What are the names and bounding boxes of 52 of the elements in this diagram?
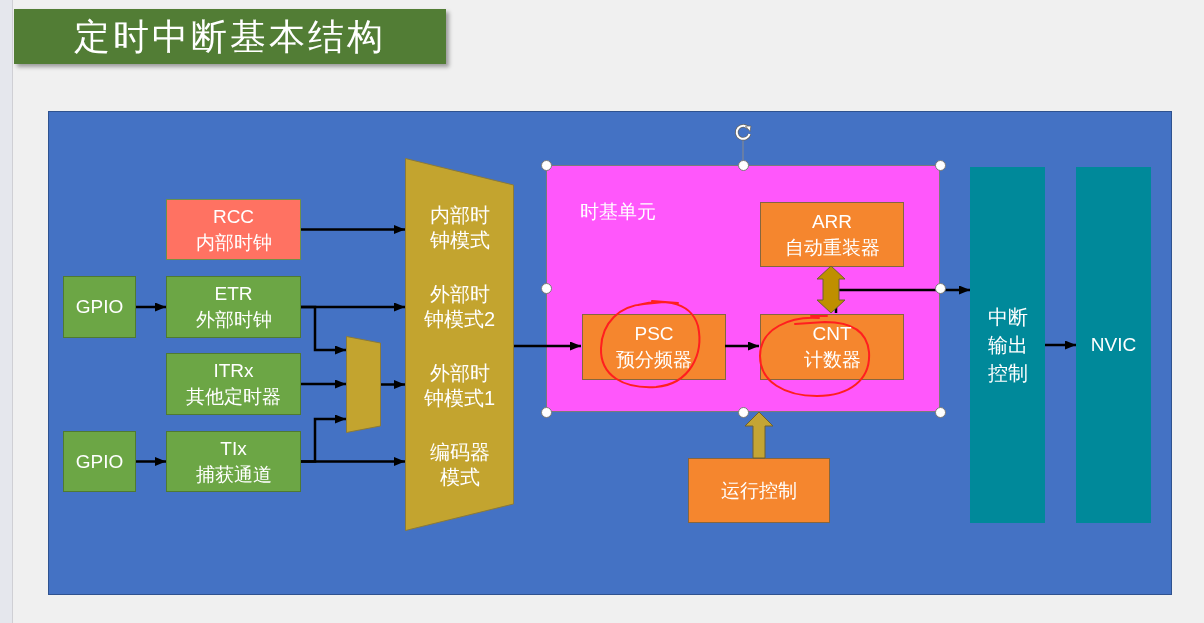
box-subtitle: 自动重装器 — [784, 235, 880, 260]
box-title: PSC — [634, 322, 674, 346]
box-label: 运行控制 — [721, 478, 797, 503]
box-subtitle: 外部时钟 — [195, 308, 272, 332]
output-control-bar — [970, 167, 1045, 523]
box-title: RCC — [212, 204, 255, 229]
mode-label: 外部时钟模式2 — [422, 282, 497, 332]
selector-trapezoid — [346, 336, 381, 433]
register-box — [582, 314, 726, 380]
box-title: TIx — [220, 436, 247, 461]
box-subtitle: 预分频器 — [616, 348, 692, 372]
connector-arrow — [136, 302, 166, 312]
clock-source-box — [166, 276, 301, 338]
box-label: 中断输出控制 — [986, 305, 1029, 386]
clock-source-box — [166, 431, 301, 492]
clock-source-box — [166, 199, 301, 260]
connector-arrow — [301, 225, 405, 234]
connector-arrow — [136, 457, 166, 466]
box-label: NVIC — [1090, 333, 1137, 357]
clock-source-box — [166, 353, 301, 415]
block-arrow — [744, 411, 774, 459]
box-label: GPIO — [75, 449, 124, 474]
box-subtitle: 计数器 — [803, 348, 861, 372]
register-box — [760, 202, 904, 267]
time-base-panel — [546, 165, 940, 412]
box-title: ITRx — [213, 359, 254, 383]
interrupt-controller-bar — [1076, 167, 1151, 523]
title-text: 定时中断基本结构 — [74, 14, 386, 59]
connector-arrow — [301, 414, 346, 463]
control-box — [688, 458, 830, 523]
mode-label: 内部时钟模式 — [428, 203, 491, 253]
box-title: ARR — [811, 209, 853, 234]
box-title: ETR — [214, 282, 253, 306]
connector-arrow — [301, 305, 346, 355]
gpio-box — [63, 431, 136, 492]
box-title: CNT — [812, 322, 852, 346]
box-subtitle: 内部时钟 — [195, 230, 272, 255]
gpio-box — [63, 276, 136, 338]
mode-label: 外部时钟模式1 — [422, 361, 497, 411]
clock-mode-trapezoid — [405, 158, 514, 531]
connector-arrow — [514, 341, 581, 351]
connector-arrow — [725, 341, 759, 351]
connector-arrow — [381, 380, 405, 389]
mode-label: 编码器模式 — [428, 440, 491, 490]
panel-heading: 时基单元 — [580, 200, 656, 224]
box-subtitle: 捕获通道 — [195, 462, 272, 487]
connector-arrow — [1045, 340, 1076, 350]
box-label: GPIO — [75, 295, 124, 319]
register-box — [760, 314, 904, 380]
double-block-arrow — [816, 265, 846, 314]
box-subtitle: 其他定时器 — [186, 385, 281, 409]
connector-arrow — [301, 379, 346, 389]
